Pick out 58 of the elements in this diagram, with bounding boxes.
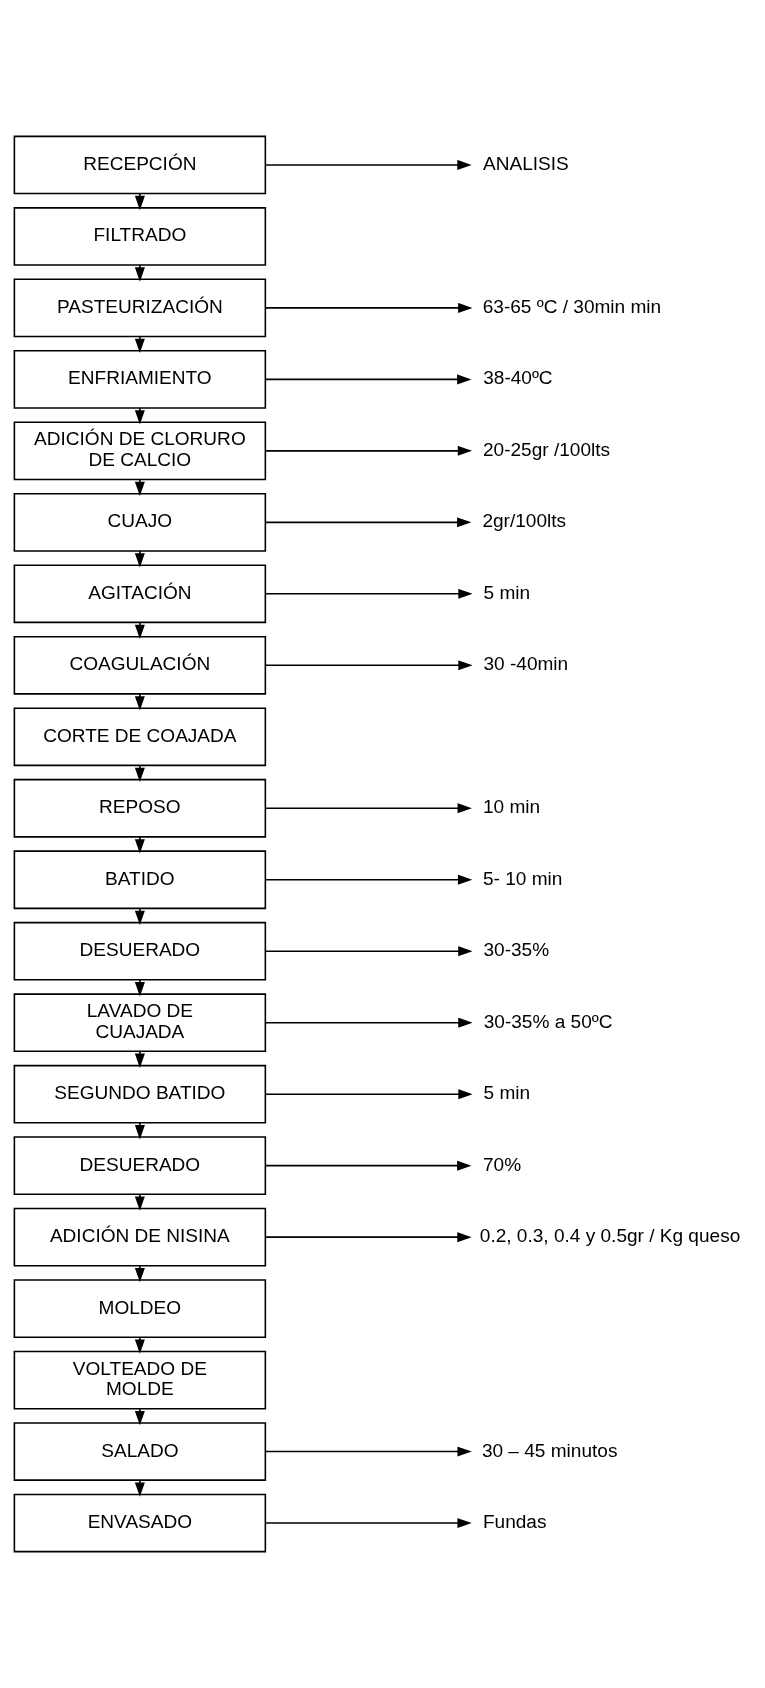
node-box: CORTE DE COAJADA [13,707,267,767]
node-text: ANALISIS [482,152,569,174]
node-text: 30 – 45 minutos [481,1439,618,1461]
node-box: DESUERADO [13,921,267,981]
arrow [264,946,473,957]
arrow [134,1193,145,1211]
node-box: ADICIÓN DE CLORURO DE CALCIO [13,421,267,481]
arrow [134,764,145,782]
node-text: 63-65 ºC / 30min min [482,295,662,317]
node-text: Fundas [482,1510,547,1532]
node-box: RECEPCIÓN [13,135,267,195]
node-box: FILTRADO [13,207,267,266]
node-text: 70% [482,1153,522,1175]
node-box: ENVASADO [13,1493,267,1553]
arrow [264,374,472,385]
arrow [264,874,473,885]
arrow [134,907,145,925]
node-box: CUAJO [13,492,267,552]
arrow [264,588,473,599]
node-text: 5- 10 min [482,867,563,889]
node-box: SEGUNDO BATIDO [13,1064,267,1124]
arrow [264,1160,472,1171]
arrow [264,159,472,170]
node-text: 38-40ºC [483,367,553,389]
node-box: PASTEURIZACIÓN [13,278,267,338]
node-box: BATIDO [13,850,267,910]
node-box: COAGULACIÓN [13,635,267,695]
node-text: 2gr/100lts [482,510,567,532]
node-box: SALADO [13,1422,267,1481]
node-text: 5 min [483,1082,531,1104]
node-box: REPOSO [13,778,267,838]
arrow [264,1089,473,1100]
node-box: ADICIÓN DE NISINA [13,1207,267,1267]
arrow [134,1336,145,1354]
arrow [264,660,473,671]
arrow [264,445,473,456]
arrow [265,1232,472,1243]
node-text: 30-35% [483,939,550,961]
arrow [264,517,472,528]
node-text: 5 min [483,581,531,603]
node-box: ENFRIAMIENTO [13,350,267,409]
node-box: DESUERADO [13,1136,267,1196]
node-box: LAVADO DE CUAJADA [13,993,267,1053]
node-text: 10 min [482,796,541,818]
arrow [264,1017,473,1028]
node-text: 30-35% a 50ºC [483,1010,613,1032]
arrow [134,621,145,640]
arrow [134,1050,145,1068]
node-text: 30 -40min [483,653,569,675]
arrow [264,1518,472,1529]
node-box: VOLTEADO DE MOLDE [13,1350,267,1410]
arrow [264,302,473,313]
arrow [264,1446,472,1457]
node-text: 0.2, 0.3, 0.4 y 0.5gr / Kg queso [479,1225,741,1247]
node-box: AGITACIÓN [13,564,267,624]
arrow [264,803,472,814]
node-box: MOLDEO [13,1279,267,1338]
node-text: 20-25gr /100lts [482,438,611,460]
